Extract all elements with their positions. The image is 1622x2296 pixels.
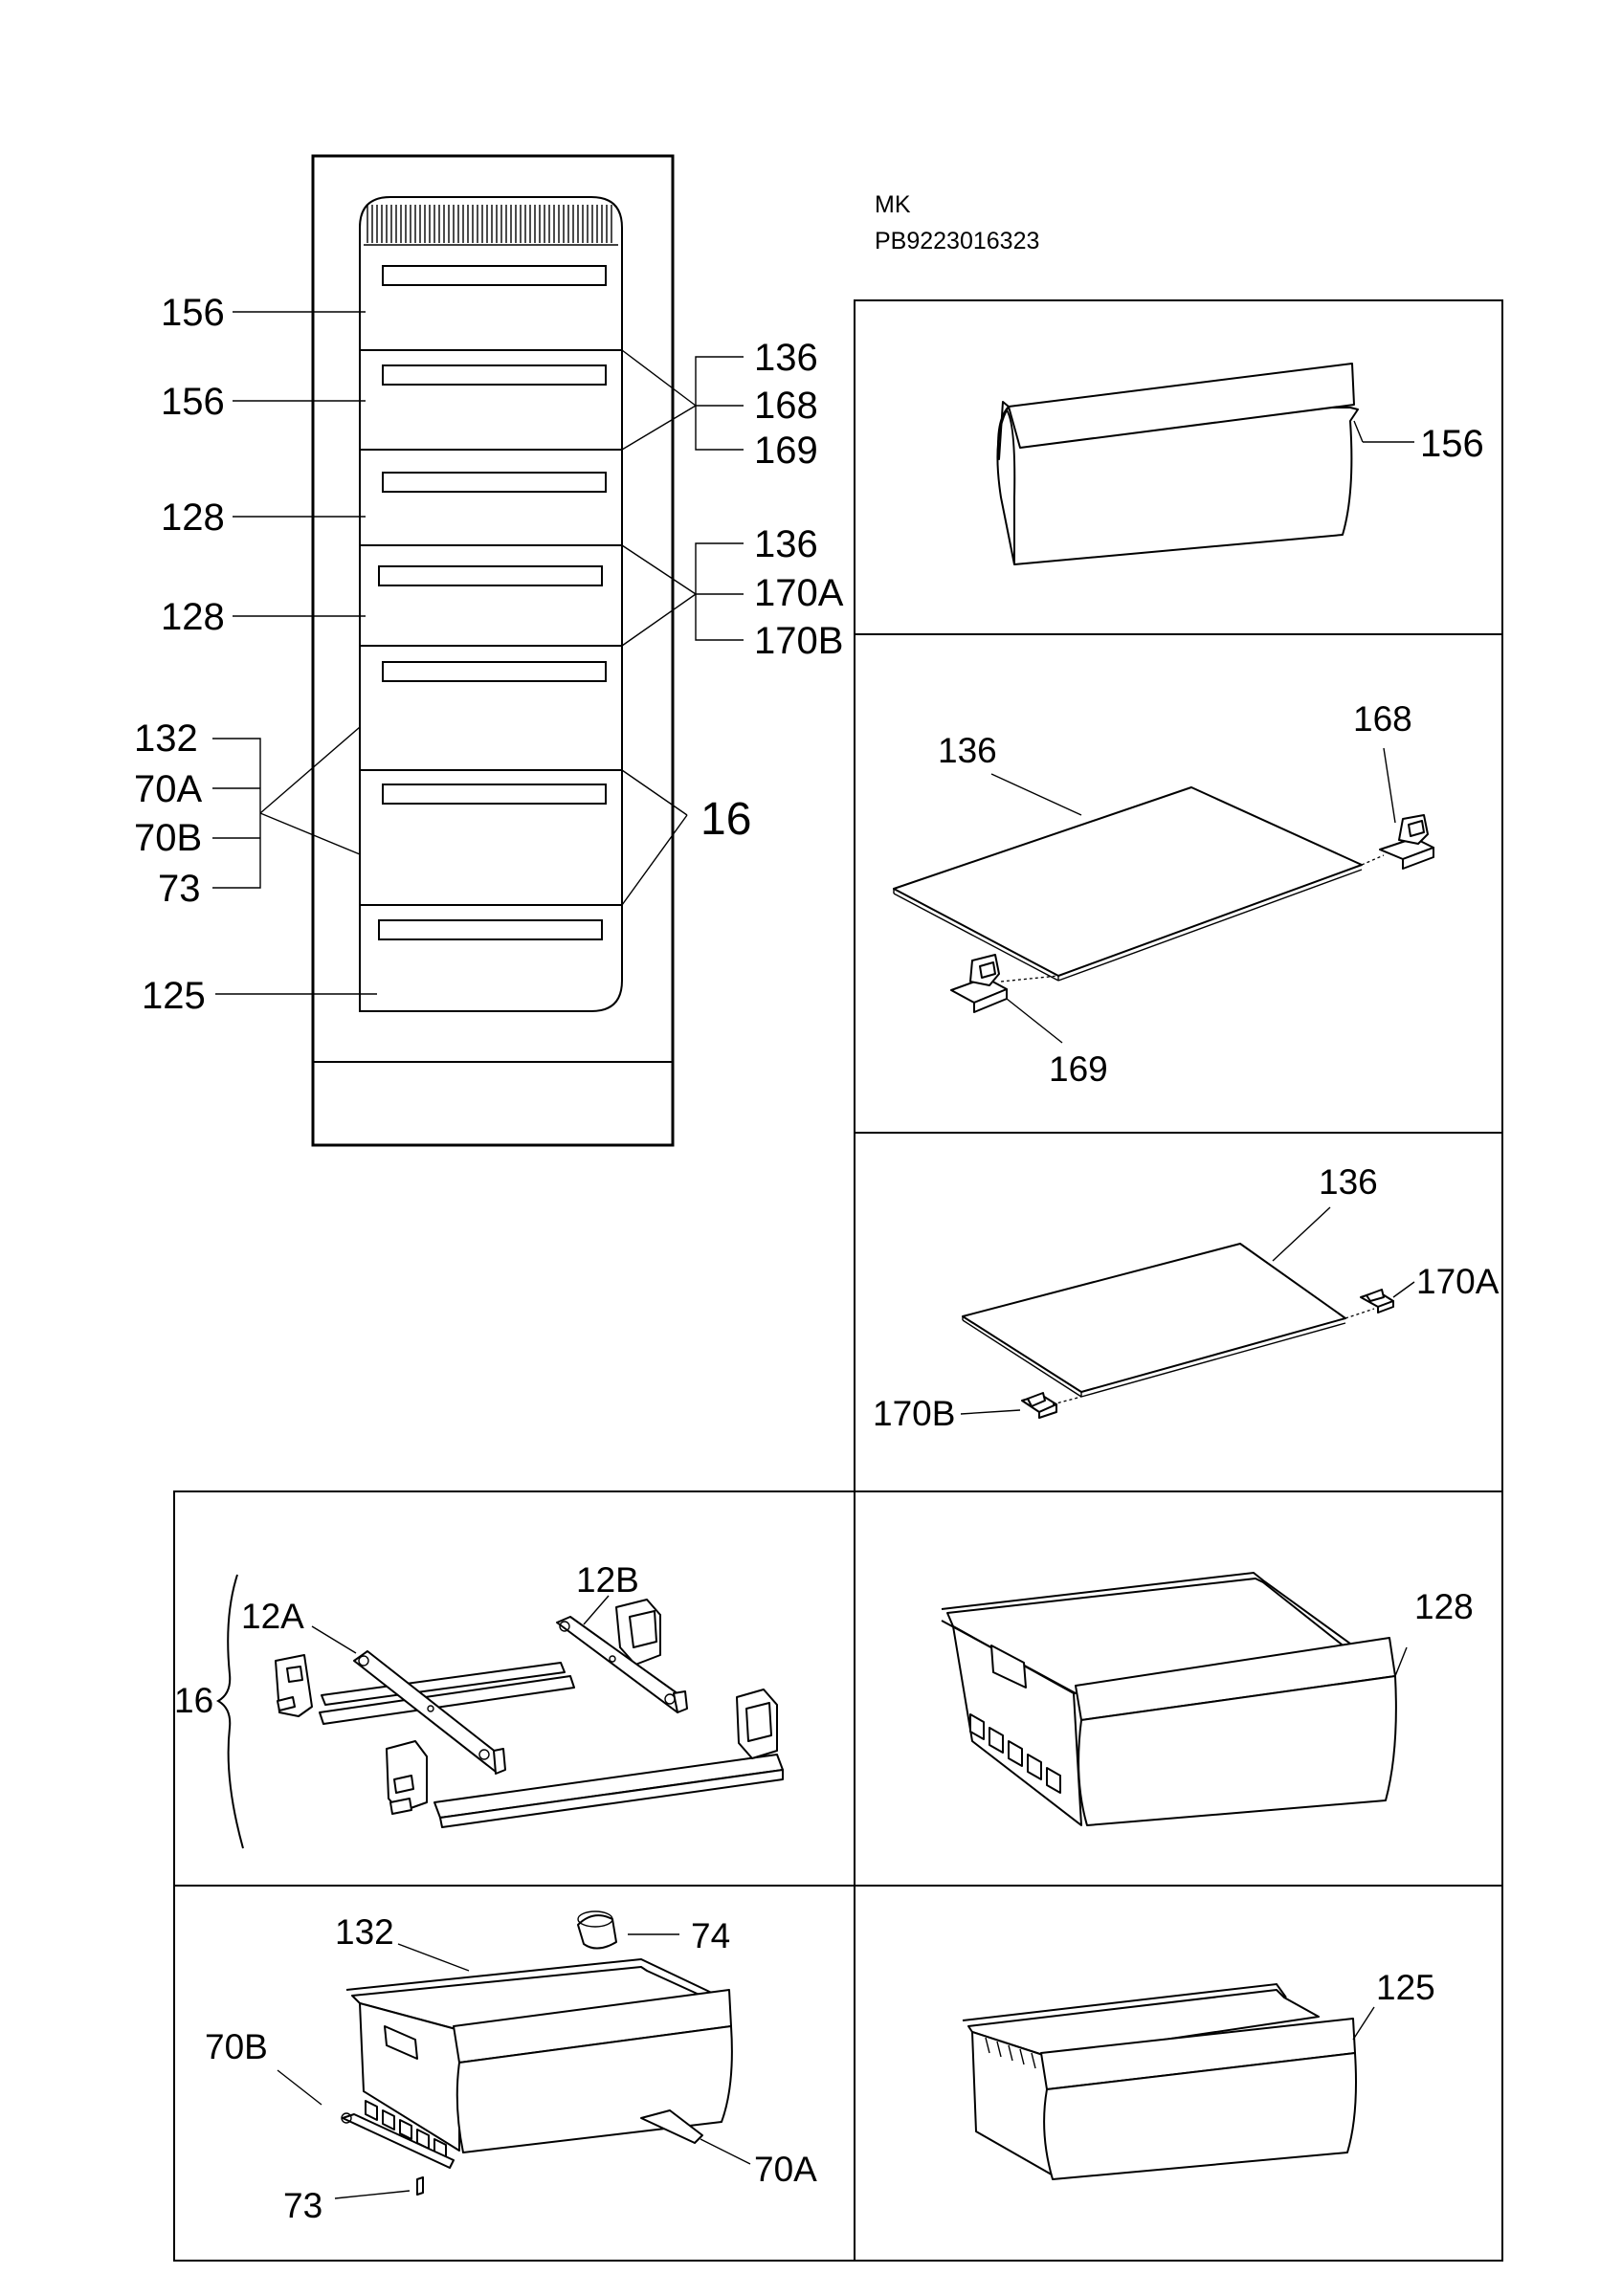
- handle-7: [378, 919, 603, 940]
- glass-shelf-136-b: [962, 1243, 1346, 1393]
- drawer-125-front: [1043, 2052, 1357, 2180]
- rim-rib: [996, 2041, 1002, 2058]
- rail-70b: [341, 2112, 455, 2169]
- group-brace: [215, 1574, 244, 1849]
- side-handle-opening: [384, 2025, 418, 2060]
- label-pin-73: 73: [283, 2186, 322, 2225]
- side-handle-opening: [990, 1645, 1027, 1689]
- knob-74: [577, 1910, 617, 1950]
- overview-right-labels: 136 168 169 136 170A 170B 16: [621, 337, 844, 906]
- label-glass-136-a: 136: [938, 731, 997, 770]
- label-drawer-128: 128: [1414, 1587, 1474, 1626]
- label-132: 132: [134, 718, 198, 760]
- label-128-a: 128: [161, 497, 225, 539]
- rail-70a: [640, 2109, 703, 2144]
- latch-slot: [399, 2119, 412, 2140]
- label-16: 16: [700, 794, 751, 845]
- panel-drawer-128: 128: [941, 1571, 1474, 1826]
- label-170a: 170A: [754, 572, 844, 614]
- latch-slot: [1008, 1740, 1023, 1767]
- handle-3: [382, 472, 607, 493]
- panel-grid: [173, 299, 1503, 2262]
- rim-rib: [1008, 2044, 1013, 2062]
- glass-shelf-136: [893, 786, 1363, 977]
- rear-clip-right: [615, 1599, 661, 1666]
- label-flap-156: 156: [1420, 423, 1484, 465]
- handle-6: [382, 784, 607, 805]
- label-glass-136-b: 136: [1319, 1162, 1378, 1202]
- label-170b: 170B: [754, 620, 843, 662]
- model-code-mk: MK: [875, 191, 911, 218]
- label-drawer-125: 125: [1376, 1968, 1435, 2007]
- panel-slides-16: 16: [174, 1560, 784, 1849]
- bracket-170b: [1021, 1392, 1057, 1419]
- handle-1: [382, 265, 607, 286]
- label-70a: 70A: [134, 768, 202, 810]
- handle-4: [378, 565, 603, 586]
- pin-73: [416, 2176, 424, 2196]
- latch-slot: [989, 1727, 1004, 1754]
- label-bracket-170b: 170B: [873, 1394, 955, 1433]
- rail-12b: [556, 1616, 688, 1713]
- flap-top-lip: [1008, 363, 1355, 449]
- label-rail-12a: 12A: [241, 1597, 304, 1636]
- label-128-b: 128: [161, 596, 225, 638]
- rim-rib: [1019, 2048, 1025, 2065]
- latch-slot: [365, 2100, 378, 2121]
- label-136-a: 136: [754, 337, 818, 379]
- label-156-b: 156: [161, 381, 225, 423]
- label-168: 168: [754, 385, 818, 427]
- label-125: 125: [142, 975, 206, 1017]
- bracket-170a: [1360, 1289, 1394, 1314]
- label-bracket-169: 169: [1049, 1049, 1108, 1089]
- rail-12a: [353, 1650, 506, 1775]
- panel-flap-156: 156: [996, 363, 1484, 565]
- latch-slot: [1027, 1754, 1042, 1780]
- handle-2: [382, 364, 607, 386]
- latch-slot: [382, 2109, 395, 2130]
- panel-glass-shelf-2: 136 170A 170B: [873, 1162, 1500, 1433]
- rim-rib: [1031, 2052, 1036, 2069]
- cabinet-overview: [311, 154, 675, 1147]
- panel-drawer-125: 125: [962, 1968, 1435, 2180]
- label-knob-74: 74: [691, 1916, 730, 1955]
- label-drawer-132: 132: [335, 1912, 394, 1952]
- panel-drawer-132: 74 132 70A 70B 73: [205, 1910, 817, 2225]
- label-136-b: 136: [754, 523, 818, 565]
- label-169: 169: [754, 430, 818, 472]
- label-bracket-170a: 170A: [1416, 1262, 1500, 1301]
- label-73: 73: [158, 868, 201, 910]
- latch-slot: [969, 1713, 985, 1740]
- handle-5: [382, 661, 607, 682]
- flap-body: [1002, 406, 1359, 565]
- label-group-16: 16: [174, 1681, 213, 1720]
- rim-rib: [985, 2037, 990, 2054]
- bracket-168: [1379, 814, 1434, 870]
- bracket-169: [950, 954, 1008, 1013]
- rear-clip-left: [275, 1654, 313, 1717]
- panel-glass-shelf-1: 136 168 169: [893, 699, 1434, 1089]
- drawer-128-front: [1078, 1675, 1397, 1826]
- label-rail-12b: 12B: [576, 1560, 639, 1600]
- label-70b: 70B: [134, 817, 202, 859]
- overview-left-labels: 156 156 128 128 132 70A 70B 73 125: [134, 292, 377, 1017]
- label-rail-70a: 70A: [754, 2150, 817, 2189]
- drawer-132-slots: [365, 2025, 447, 2159]
- label-bracket-168: 168: [1353, 699, 1412, 739]
- drawer-128-slots: [969, 1645, 1061, 1794]
- label-156-a: 156: [161, 292, 225, 334]
- model-code-pb: PB9223016323: [875, 228, 1039, 254]
- vent-grille: [364, 205, 618, 246]
- label-rail-70b: 70B: [205, 2027, 268, 2066]
- front-clip-left: [386, 1740, 428, 1815]
- front-clip-right: [736, 1689, 778, 1759]
- cabinet-outline: [311, 154, 675, 1147]
- freezer-compartment: [359, 196, 623, 1012]
- latch-slot: [1046, 1767, 1061, 1794]
